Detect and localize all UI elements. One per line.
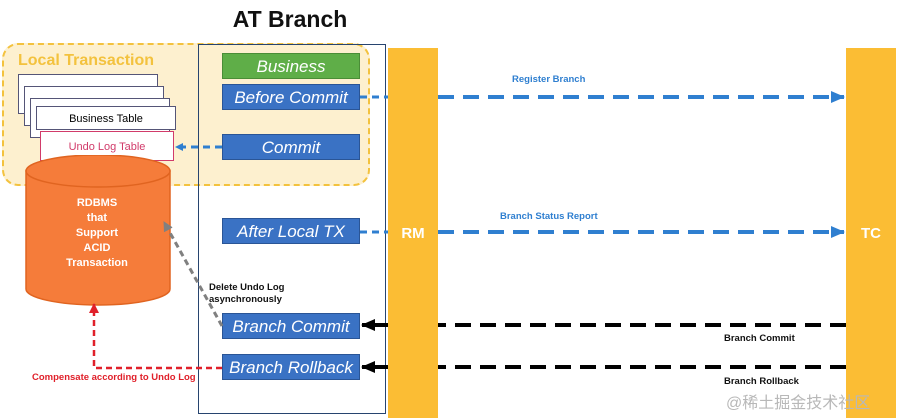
at-branch-frame	[198, 44, 386, 414]
tc-label: TC	[861, 224, 881, 242]
delete-undo-log-arrow	[162, 221, 224, 327]
branch-status-report-label: Branch Status Report	[500, 211, 598, 222]
branch-commit-label: Branch Commit	[724, 333, 795, 344]
rm-bar: RM	[388, 48, 438, 418]
branch-rollback-label: Branch Rollback	[724, 376, 799, 387]
branch-rollback-step: Branch Rollback	[222, 354, 360, 380]
compensate-label: Compensate according to Undo Log	[32, 372, 196, 383]
commit-step: Commit	[222, 134, 360, 160]
business-table: Business Table	[36, 106, 176, 130]
diagram-title: AT Branch	[232, 6, 348, 32]
database-label: RDBMS that Support ACID Transaction	[66, 197, 128, 269]
after-local-tx-step: After Local TX	[222, 218, 360, 244]
business-step: Business	[222, 53, 360, 79]
register-branch-label: Register Branch	[512, 74, 586, 85]
branch-commit-step: Branch Commit	[222, 313, 360, 339]
compensate-arrow	[89, 303, 222, 370]
watermark: @稀土掘金技术社区	[726, 395, 871, 412]
before-commit-step: Before Commit	[222, 84, 360, 110]
delete-undo-log-label: Delete Undo Log asynchronously	[209, 282, 285, 305]
tc-bar: TC	[846, 48, 896, 418]
local-transaction-label: Local Transaction	[18, 52, 155, 69]
database-cylinder	[25, 155, 171, 306]
rm-label: RM	[401, 224, 425, 242]
